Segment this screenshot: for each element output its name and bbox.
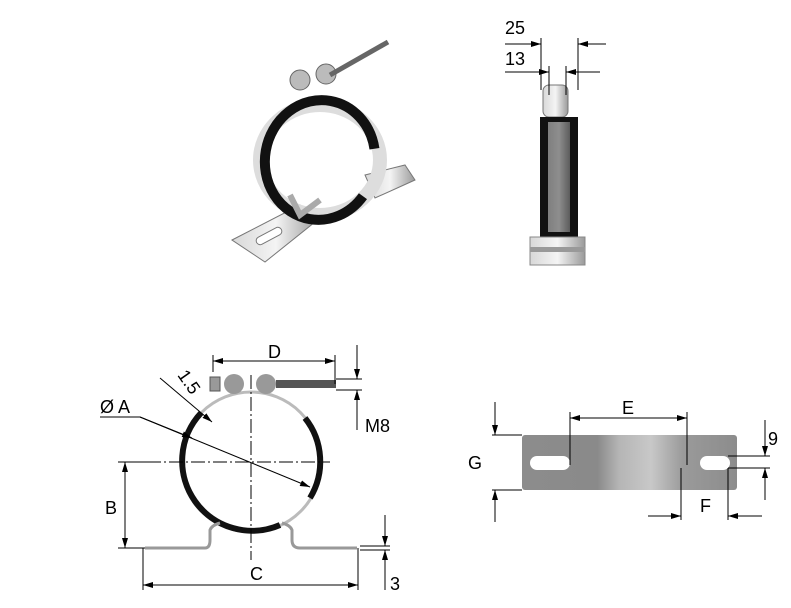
dim-b-label: B <box>105 498 117 518</box>
dim-d-label: D <box>268 342 281 362</box>
dim-13-label: 13 <box>505 49 525 69</box>
base-plate-view <box>492 402 770 522</box>
dim-c-label: C <box>250 564 263 584</box>
clamp-3d-illustration <box>231 39 416 263</box>
dim-diameter-label: Ø A <box>100 397 130 417</box>
dim-e-label: E <box>622 398 634 418</box>
dim-25-label: 25 <box>505 18 525 38</box>
dim-9-label: 9 <box>768 429 778 449</box>
dim-3-label: 3 <box>390 574 400 594</box>
front-view <box>100 345 390 590</box>
dim-g-label: G <box>468 453 482 473</box>
dim-m8-label: M8 <box>365 416 390 436</box>
dim-f-label: F <box>700 496 711 516</box>
side-view <box>505 38 606 266</box>
